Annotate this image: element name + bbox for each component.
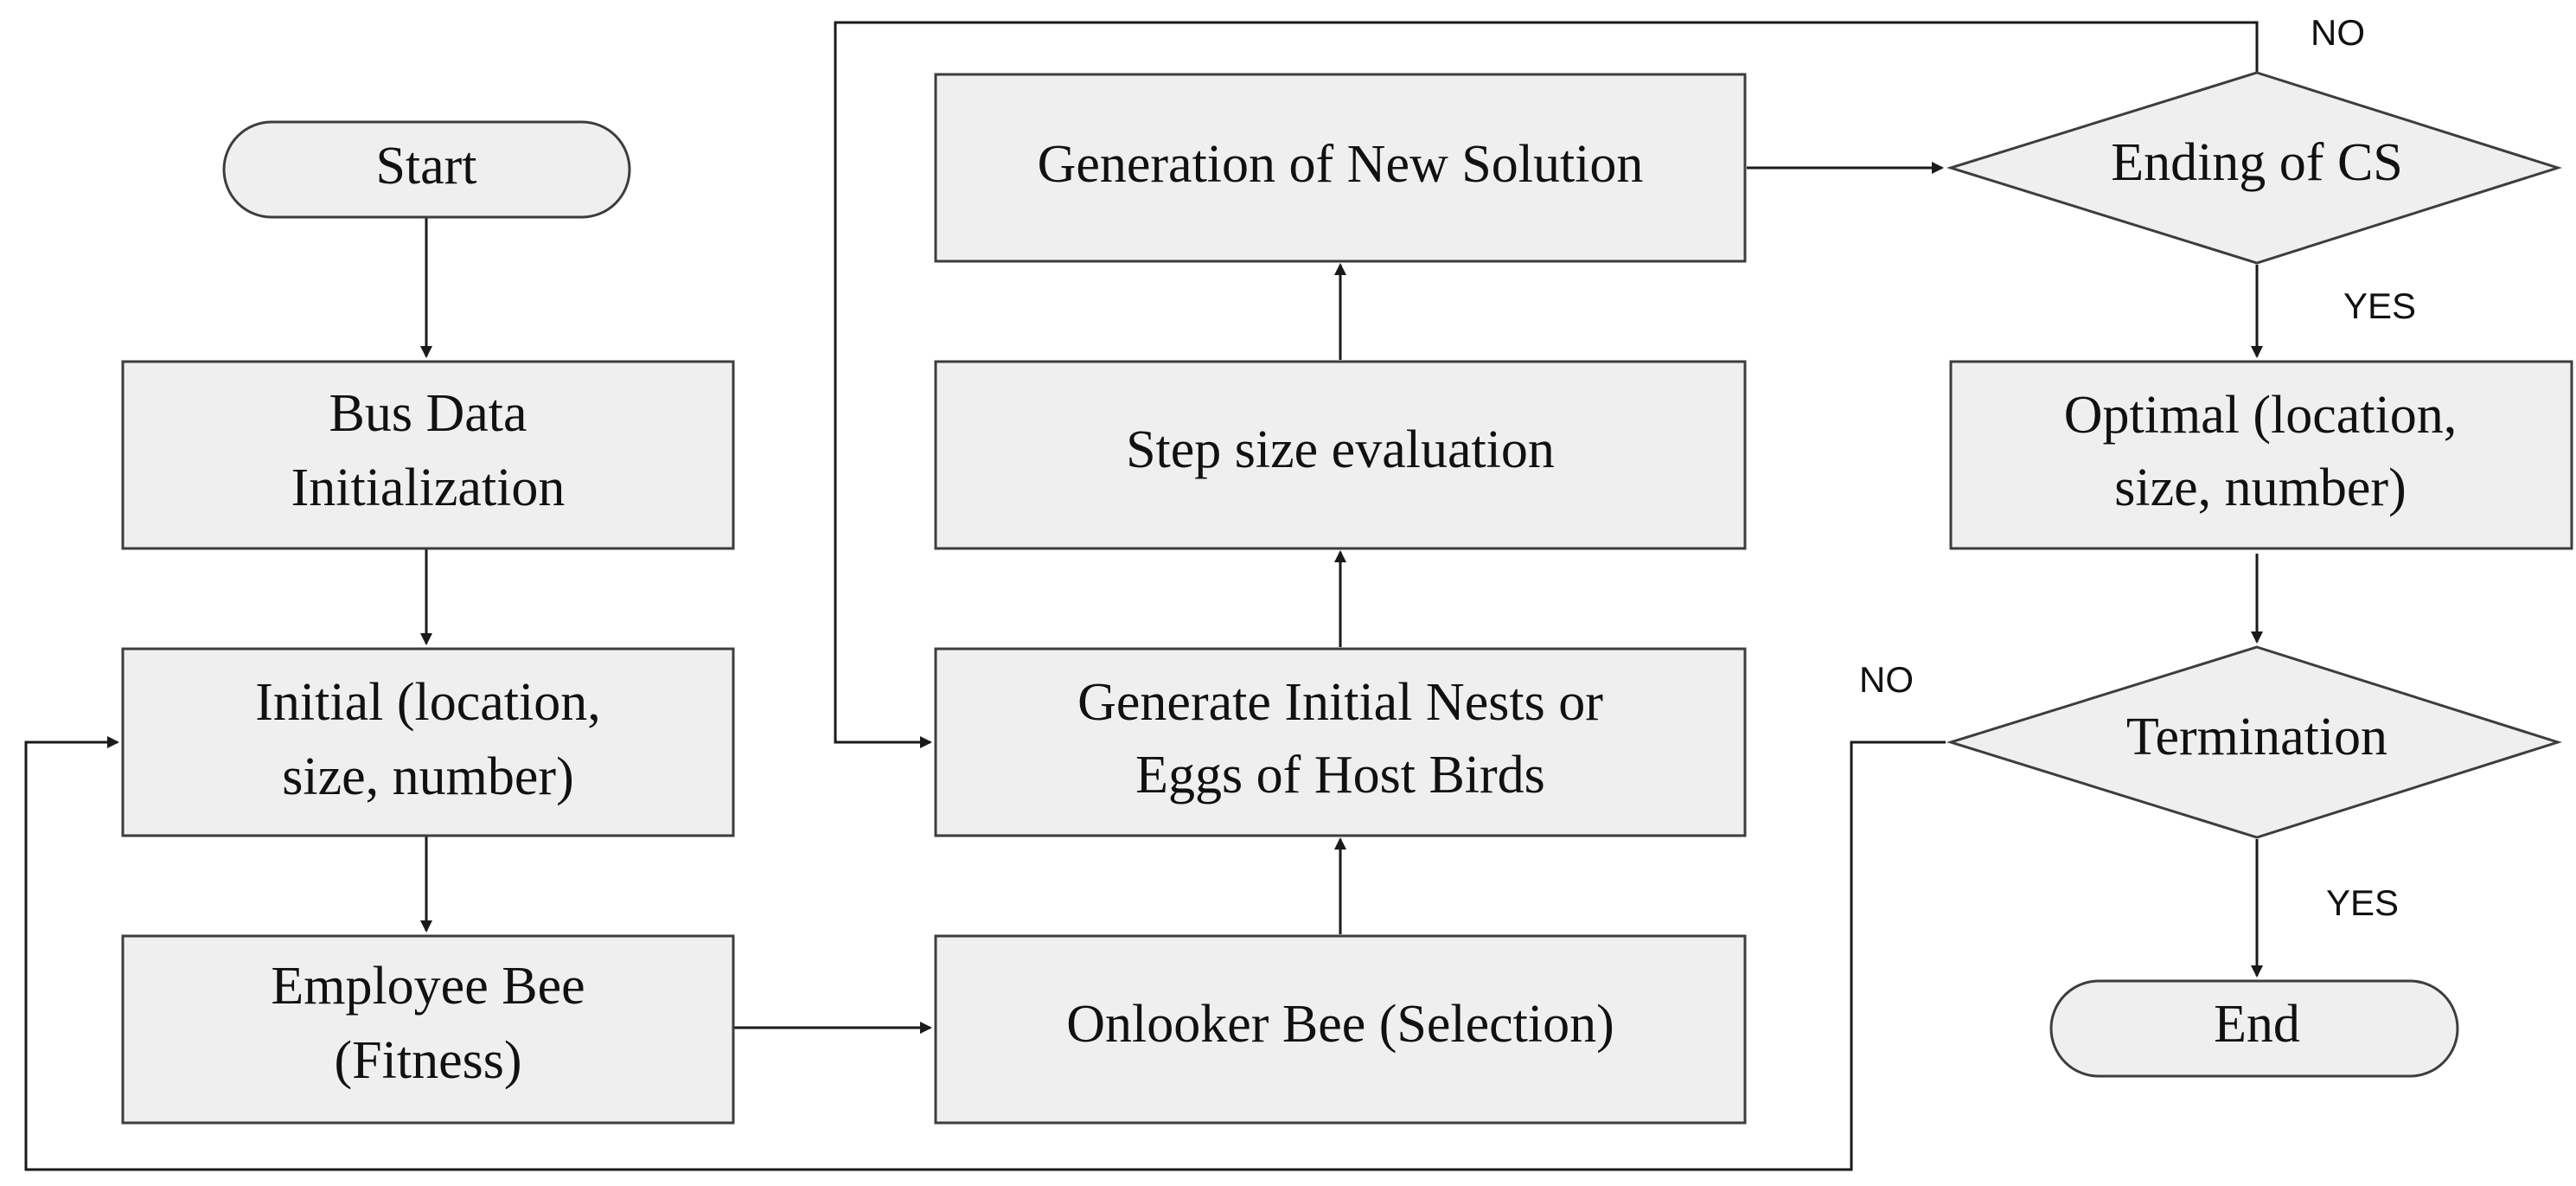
termination-label: Termination xyxy=(2126,708,2387,766)
initial-label-line2: size, number) xyxy=(282,747,573,806)
connectors xyxy=(24,21,2263,1171)
end-label: End xyxy=(2214,995,2300,1054)
optimal-node: Optimal (location, size, number) xyxy=(1949,360,2573,550)
employee-bee-label-line1: Employee Bee xyxy=(271,957,585,1016)
step-size-node: Step size evaluation xyxy=(934,360,1747,550)
termination-decision: Termination xyxy=(1946,645,2562,839)
bus-data-label-line2: Initialization xyxy=(291,458,566,517)
arrow-termination-no-loop xyxy=(24,736,1946,1171)
step-size-label: Step size evaluation xyxy=(1126,420,1555,479)
new-solution-node: Generation of New Solution xyxy=(934,73,1747,263)
initial-label-line1: Initial (location, xyxy=(255,673,600,732)
generate-nests-label-line1: Generate Initial Nests or xyxy=(1077,673,1603,732)
arrow-ending-cs-no-loop xyxy=(834,21,2259,748)
onlooker-bee-node: Onlooker Bee (Selection) xyxy=(934,934,1747,1125)
optimal-label-line1: Optimal (location, xyxy=(2064,386,2458,445)
generate-nests-node: Generate Initial Nests or Eggs of Host B… xyxy=(934,647,1747,837)
termination-yes-label: YES xyxy=(2326,882,2399,923)
ending-cs-no-label: NO xyxy=(2311,12,2365,53)
termination-no-label: NO xyxy=(1859,659,1914,700)
initial-node: Initial (location, size, number) xyxy=(121,647,735,837)
bus-data-node: Bus Data Initialization xyxy=(121,360,735,550)
bus-data-label-line1: Bus Data xyxy=(329,384,527,443)
start-label: Start xyxy=(375,137,476,196)
ending-cs-yes-label: YES xyxy=(2343,285,2416,326)
ending-cs-decision: Ending of CS xyxy=(1946,71,2562,265)
employee-bee-label-line2: (Fitness) xyxy=(335,1031,522,1090)
new-solution-label: Generation of New Solution xyxy=(1038,135,1644,194)
optimal-label-line2: size, number) xyxy=(2114,458,2406,517)
ending-cs-label: Ending of CS xyxy=(2111,133,2403,192)
start-node: Start xyxy=(222,120,631,219)
end-node: End xyxy=(2049,979,2459,1078)
employee-bee-node: Employee Bee (Fitness) xyxy=(121,934,735,1125)
generate-nests-label-line2: Eggs of Host Birds xyxy=(1135,746,1545,805)
onlooker-bee-label: Onlooker Bee (Selection) xyxy=(1066,995,1614,1054)
